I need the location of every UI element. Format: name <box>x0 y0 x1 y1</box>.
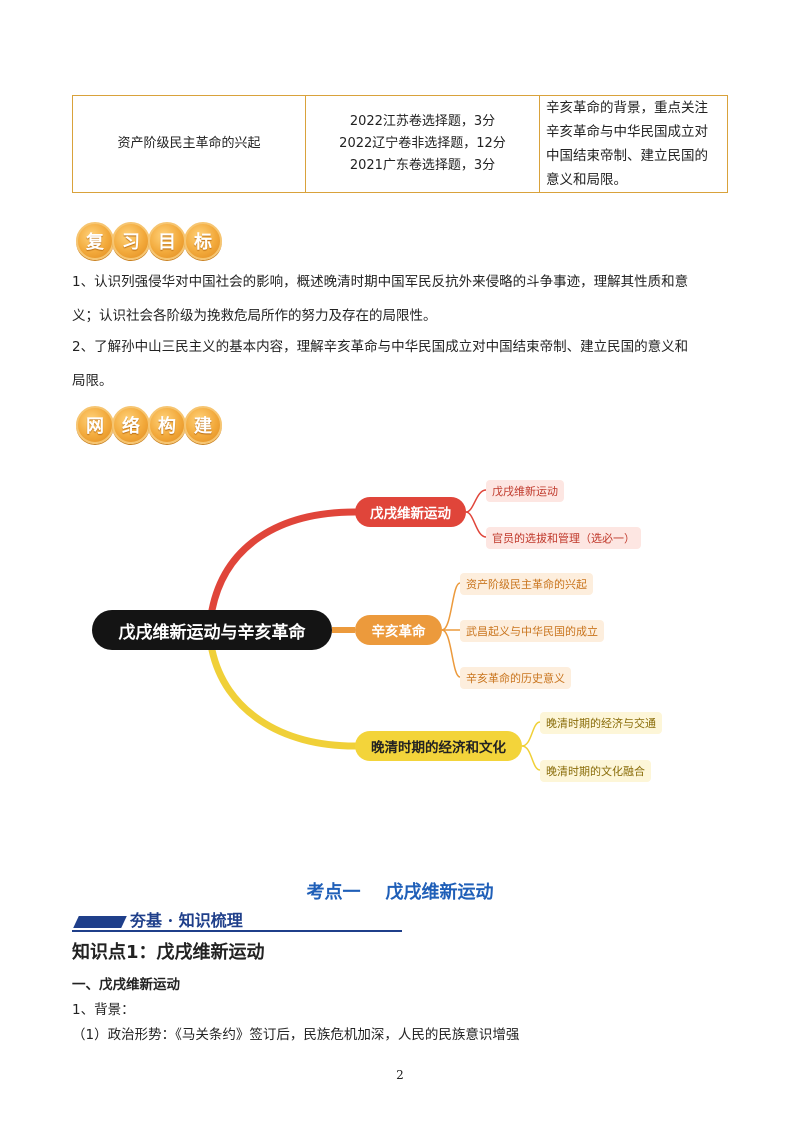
review-item-1: 1、认识列强侵华对中国社会的影响，概述晚清时期中国军民反抗外来侵略的斗争事迹，理… <box>72 265 728 333</box>
table-focus-3: 中国结束帝制、建立民国的 <box>546 148 708 164</box>
review-item-2: 2、了解孙中山三民主义的基本内容，理解辛亥革命与中华民国成立对中国结束帝制、建立… <box>72 330 728 398</box>
review-item-2-line-2: 局限。 <box>72 373 113 389</box>
heading-char: 建 <box>184 406 222 444</box>
mindmap-leaf: 晚清时期的经济与交通 <box>540 712 662 734</box>
heading-char: 构 <box>148 406 186 444</box>
table-focus-4: 意义和局限。 <box>546 172 627 188</box>
paragraph-political: （1）政治形势：《马关条约》签订后，民族危机加深，人民的民族意识增强 <box>72 1027 520 1043</box>
mindmap-branch-1: 戊戌维新运动 <box>355 497 466 527</box>
branch-connector-1 <box>208 508 359 614</box>
banner-bar <box>73 916 127 928</box>
leaf-connector <box>521 721 541 747</box>
table-exam-3: 2021广东卷选择题，3分 <box>349 158 496 173</box>
section-title: 考点一 戊戌维新运动 <box>306 882 494 903</box>
mindmap-leaf: 武昌起义与中华民国的成立 <box>460 620 604 642</box>
mindmap-branch-2: 辛亥革命 <box>355 615 442 645</box>
leaf-connector <box>521 745 541 771</box>
branch-connector-3 <box>208 646 359 750</box>
table-exams-cell: 2022江苏卷选择题，3分 2022辽宁卷非选择题，12分 2021广东卷选择题… <box>305 96 539 192</box>
review-item-1-line-2: 义；认识社会各阶级为挽救危局所作的努力及存在的局限性。 <box>72 308 437 324</box>
knowledge-point-title: 知识点1：戊戌维新运动 <box>72 942 265 963</box>
subheading-2: 1、背景： <box>72 1002 135 1018</box>
review-goals-heading: 复 习 目 标 <box>76 222 222 260</box>
mindmap-leaf: 辛亥革命的历史意义 <box>460 667 571 689</box>
heading-char: 目 <box>148 222 186 260</box>
mindmap-root: 戊戌维新运动与辛亥革命 <box>92 610 332 650</box>
page-number: 2 <box>396 1068 404 1082</box>
table-focus-cell: 辛亥革命的背景，重点关注 辛亥革命与中华民国成立对 中国结束帝制、建立民国的 意… <box>539 96 726 192</box>
mindmap-leaf: 资产阶级民主革命的兴起 <box>460 573 593 595</box>
leaf-connector <box>465 511 487 538</box>
table-exam-1: 2022江苏卷选择题，3分 <box>349 114 496 129</box>
knowledge-banner: 夯基 · 知识梳理 <box>72 906 402 932</box>
mindmap-leaf: 晚清时期的文化融合 <box>540 760 651 782</box>
review-item-2-line-1: 2、了解孙中山三民主义的基本内容，理解辛亥革命与中华民国成立对中国结束帝制、建立… <box>72 339 689 355</box>
leaf-connector <box>441 582 461 631</box>
heading-char: 标 <box>184 222 222 260</box>
table-topic-cell: 资产阶级民主革命的兴起 <box>73 96 305 192</box>
mindmap-branch-3: 晚清时期的经济和文化 <box>355 731 522 761</box>
table-focus-1: 辛亥革命的背景，重点关注 <box>546 100 708 116</box>
leaf-connector <box>465 489 487 513</box>
mindmap-leaf: 戊戌维新运动 <box>486 480 564 502</box>
network-heading: 网 络 构 建 <box>76 406 222 444</box>
exam-table: 资产阶级民主革命的兴起 2022江苏卷选择题，3分 2022辽宁卷非选择题，12… <box>72 95 728 193</box>
banner-underline <box>72 930 402 932</box>
table-topic: 资产阶级民主革命的兴起 <box>117 136 261 151</box>
table-focus-2: 辛亥革命与中华民国成立对 <box>546 124 708 140</box>
table-exam-2: 2022辽宁卷非选择题，12分 <box>339 136 506 151</box>
mindmap-leaf: 官员的选拔和管理（选必一） <box>486 527 641 549</box>
review-item-1-line-1: 1、认识列强侵华对中国社会的影响，概述晚清时期中国军民反抗外来侵略的斗争事迹，理… <box>72 274 689 290</box>
banner-text: 夯基 · 知识梳理 <box>130 911 243 930</box>
leaf-connector <box>441 629 461 678</box>
heading-char: 复 <box>76 222 114 260</box>
subheading-1: 一、戊戌维新运动 <box>72 977 180 993</box>
